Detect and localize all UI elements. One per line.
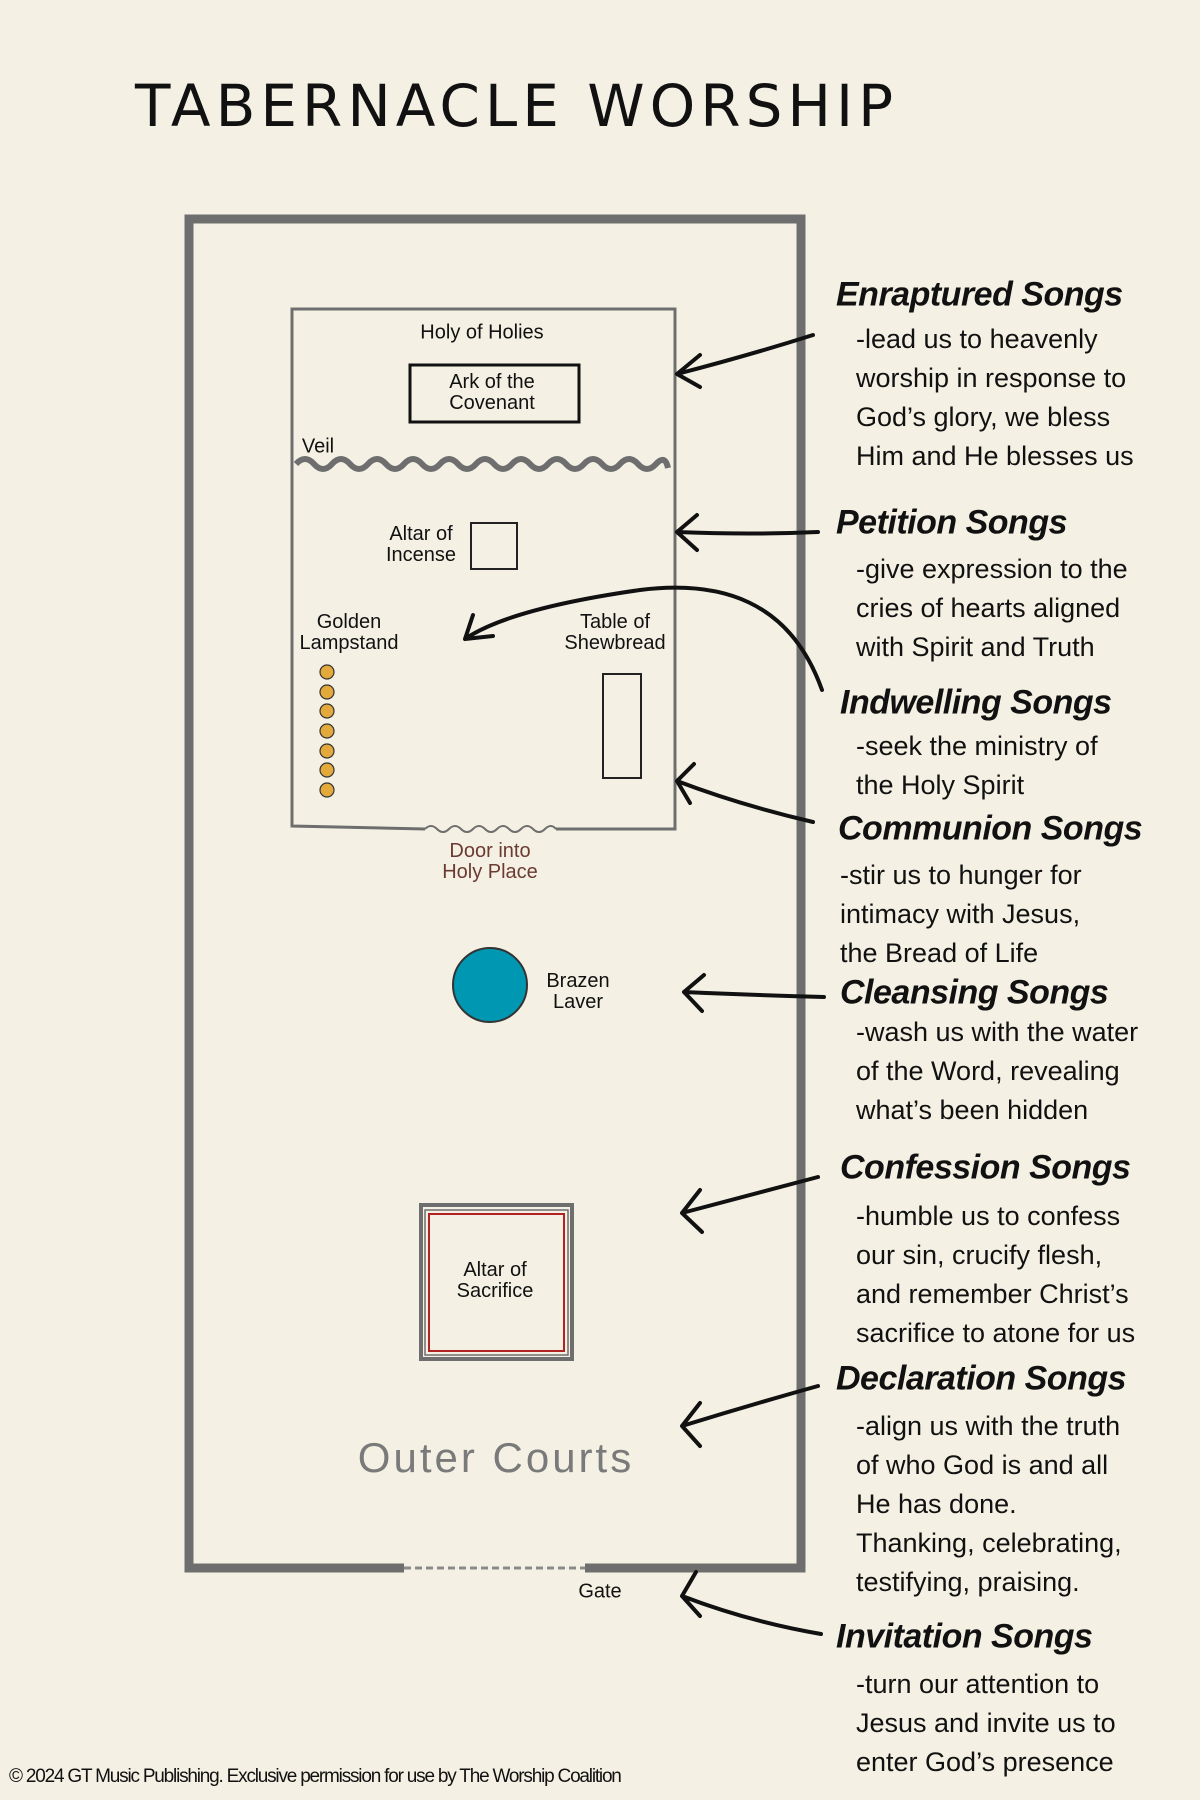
label-line: Golden <box>316 611 382 633</box>
song-description: -give expression to the cries of hearts a… <box>856 550 1128 667</box>
outer-courts-label: Outer Courts <box>357 1434 635 1481</box>
line: -turn our attention to <box>856 1669 1100 1699</box>
label-line: Sacrifice <box>456 1280 534 1302</box>
ark-label-line: Covenant <box>449 392 535 414</box>
brazen-laver <box>452 947 528 1023</box>
label-line: Laver <box>552 991 604 1013</box>
gate-label: Gate <box>578 1580 622 1603</box>
song-description: -turn our attention to Jesus and invite u… <box>856 1665 1116 1782</box>
label-line: Brazen <box>546 970 610 992</box>
label-line: Altar of <box>389 523 453 545</box>
tent-wall <box>290 307 677 831</box>
line: -humble us to confess <box>856 1201 1121 1231</box>
line: testifying, praising. <box>856 1567 1080 1597</box>
line: -seek the ministry of <box>856 731 1098 761</box>
song-description: -align us with the truth of who God is an… <box>856 1407 1122 1602</box>
line: Jesus and invite us to <box>856 1708 1116 1738</box>
line: Thanking, celebrating, <box>856 1528 1122 1558</box>
line: our sin, crucify flesh, <box>856 1240 1103 1270</box>
line: and remember Christ’s <box>856 1279 1129 1309</box>
song-heading: Cleansing Songs <box>840 973 1109 1012</box>
label-line: Lampstand <box>299 632 399 654</box>
line: worship in response to <box>856 363 1127 393</box>
line: enter God’s presence <box>856 1747 1114 1777</box>
line: God’s glory, we bless <box>856 402 1111 432</box>
line: -give expression to the <box>856 554 1128 584</box>
altar-of-incense-box <box>470 522 518 570</box>
song-heading: Declaration Songs <box>836 1359 1127 1398</box>
label-line: Door into <box>449 840 531 862</box>
song-heading: Confession Songs <box>840 1148 1131 1187</box>
line: the Bread of Life <box>840 938 1039 968</box>
arrows <box>463 333 826 1636</box>
ark-label-line: Ark of the <box>449 371 535 393</box>
outer-court-wall <box>184 214 806 1573</box>
line: cries of hearts aligned <box>856 593 1121 623</box>
lamps <box>319 664 335 798</box>
label-line: Incense <box>385 544 457 566</box>
veil-label: Veil <box>301 435 335 458</box>
song-description: -lead us to heavenly worship in response … <box>856 320 1134 476</box>
song-description: -wash us with the water of the Word, reve… <box>856 1013 1138 1130</box>
song-heading: Communion Songs <box>838 809 1143 848</box>
label-line: Table of <box>579 611 651 633</box>
label-line: Altar of <box>463 1259 527 1281</box>
line: -stir us to hunger for <box>840 860 1082 890</box>
holy-of-holies-label: Holy of Holies <box>420 321 544 344</box>
line: of who God is and all <box>856 1450 1109 1480</box>
line: intimacy with Jesus, <box>840 899 1081 929</box>
line: what’s been hidden <box>856 1095 1089 1125</box>
song-description: -seek the ministry of the Holy Spirit <box>856 727 1098 805</box>
song-heading: Enraptured Songs <box>836 275 1123 314</box>
line: He has done. <box>856 1489 1017 1519</box>
line: with Spirit and Truth <box>856 632 1095 662</box>
song-heading: Invitation Songs <box>836 1617 1093 1656</box>
ark-box <box>408 363 581 424</box>
copyright-footer: © 2024 GT Music Publishing. Exclusive pe… <box>9 1766 622 1787</box>
song-description: -humble us to confess our sin, crucify fl… <box>856 1197 1135 1353</box>
page-title: TABERNACLE WORSHIP <box>135 72 899 140</box>
line: Him and He blesses us <box>856 441 1134 471</box>
shewbread-table <box>602 673 642 779</box>
veil-curtain <box>293 456 671 472</box>
line: sacrifice to atone for us <box>856 1318 1136 1348</box>
door-curtain <box>424 825 557 833</box>
label-line: Shewbread <box>564 632 666 654</box>
song-heading: Petition Songs <box>836 503 1068 542</box>
song-description: -stir us to hunger for intimacy with Jesu… <box>840 856 1082 973</box>
altar-of-sacrifice-box <box>419 1203 574 1361</box>
line: -lead us to heavenly <box>856 324 1098 354</box>
line: of the Word, revealing <box>856 1056 1120 1086</box>
line: the Holy Spirit <box>856 770 1025 800</box>
line: -wash us with the water <box>856 1017 1139 1047</box>
line: -align us with the truth <box>856 1411 1121 1441</box>
label-line: Holy Place <box>442 861 538 883</box>
song-heading: Indwelling Songs <box>840 683 1112 722</box>
